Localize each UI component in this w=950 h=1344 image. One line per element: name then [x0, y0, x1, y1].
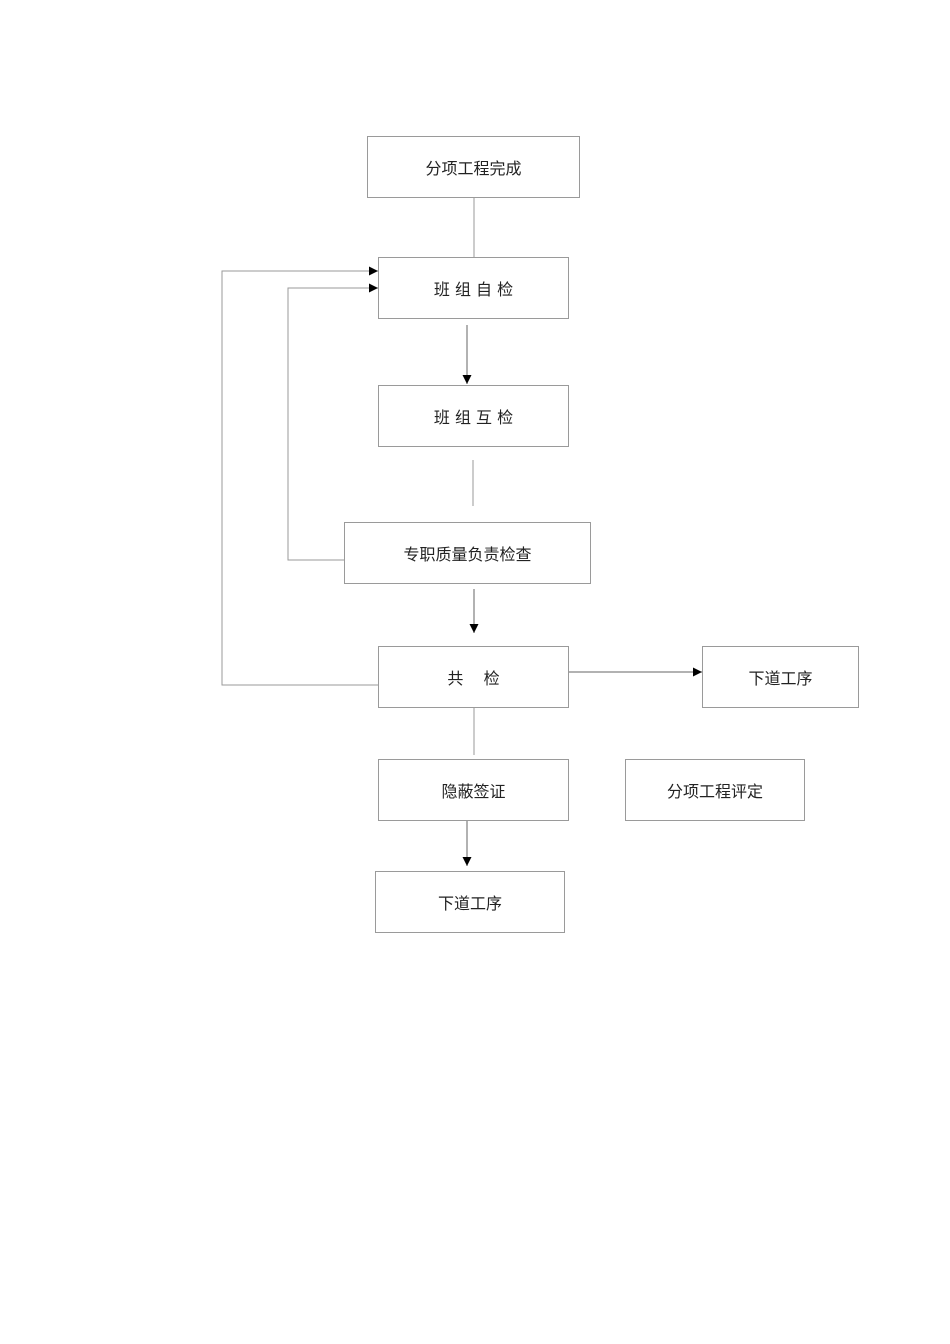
node-next-process-bottom: 下道工序	[375, 871, 565, 933]
node-quality-officer-check: 专职质量负责检查	[344, 522, 591, 584]
node-next-process-right: 下道工序	[702, 646, 859, 708]
node-subproject-complete: 分项工程完成	[367, 136, 580, 198]
node-team-self-inspection: 班 组 自 检	[378, 257, 569, 319]
node-team-mutual-inspection: 班 组 互 检	[378, 385, 569, 447]
node-subproject-evaluation: 分项工程评定	[625, 759, 805, 821]
node-concealed-work-signoff: 隐蔽签证	[378, 759, 569, 821]
node-joint-inspection: 共 检	[378, 646, 569, 708]
edge-feedback-special-to-self	[287, 283, 378, 561]
edge-feedback-joint-to-self	[221, 266, 378, 686]
